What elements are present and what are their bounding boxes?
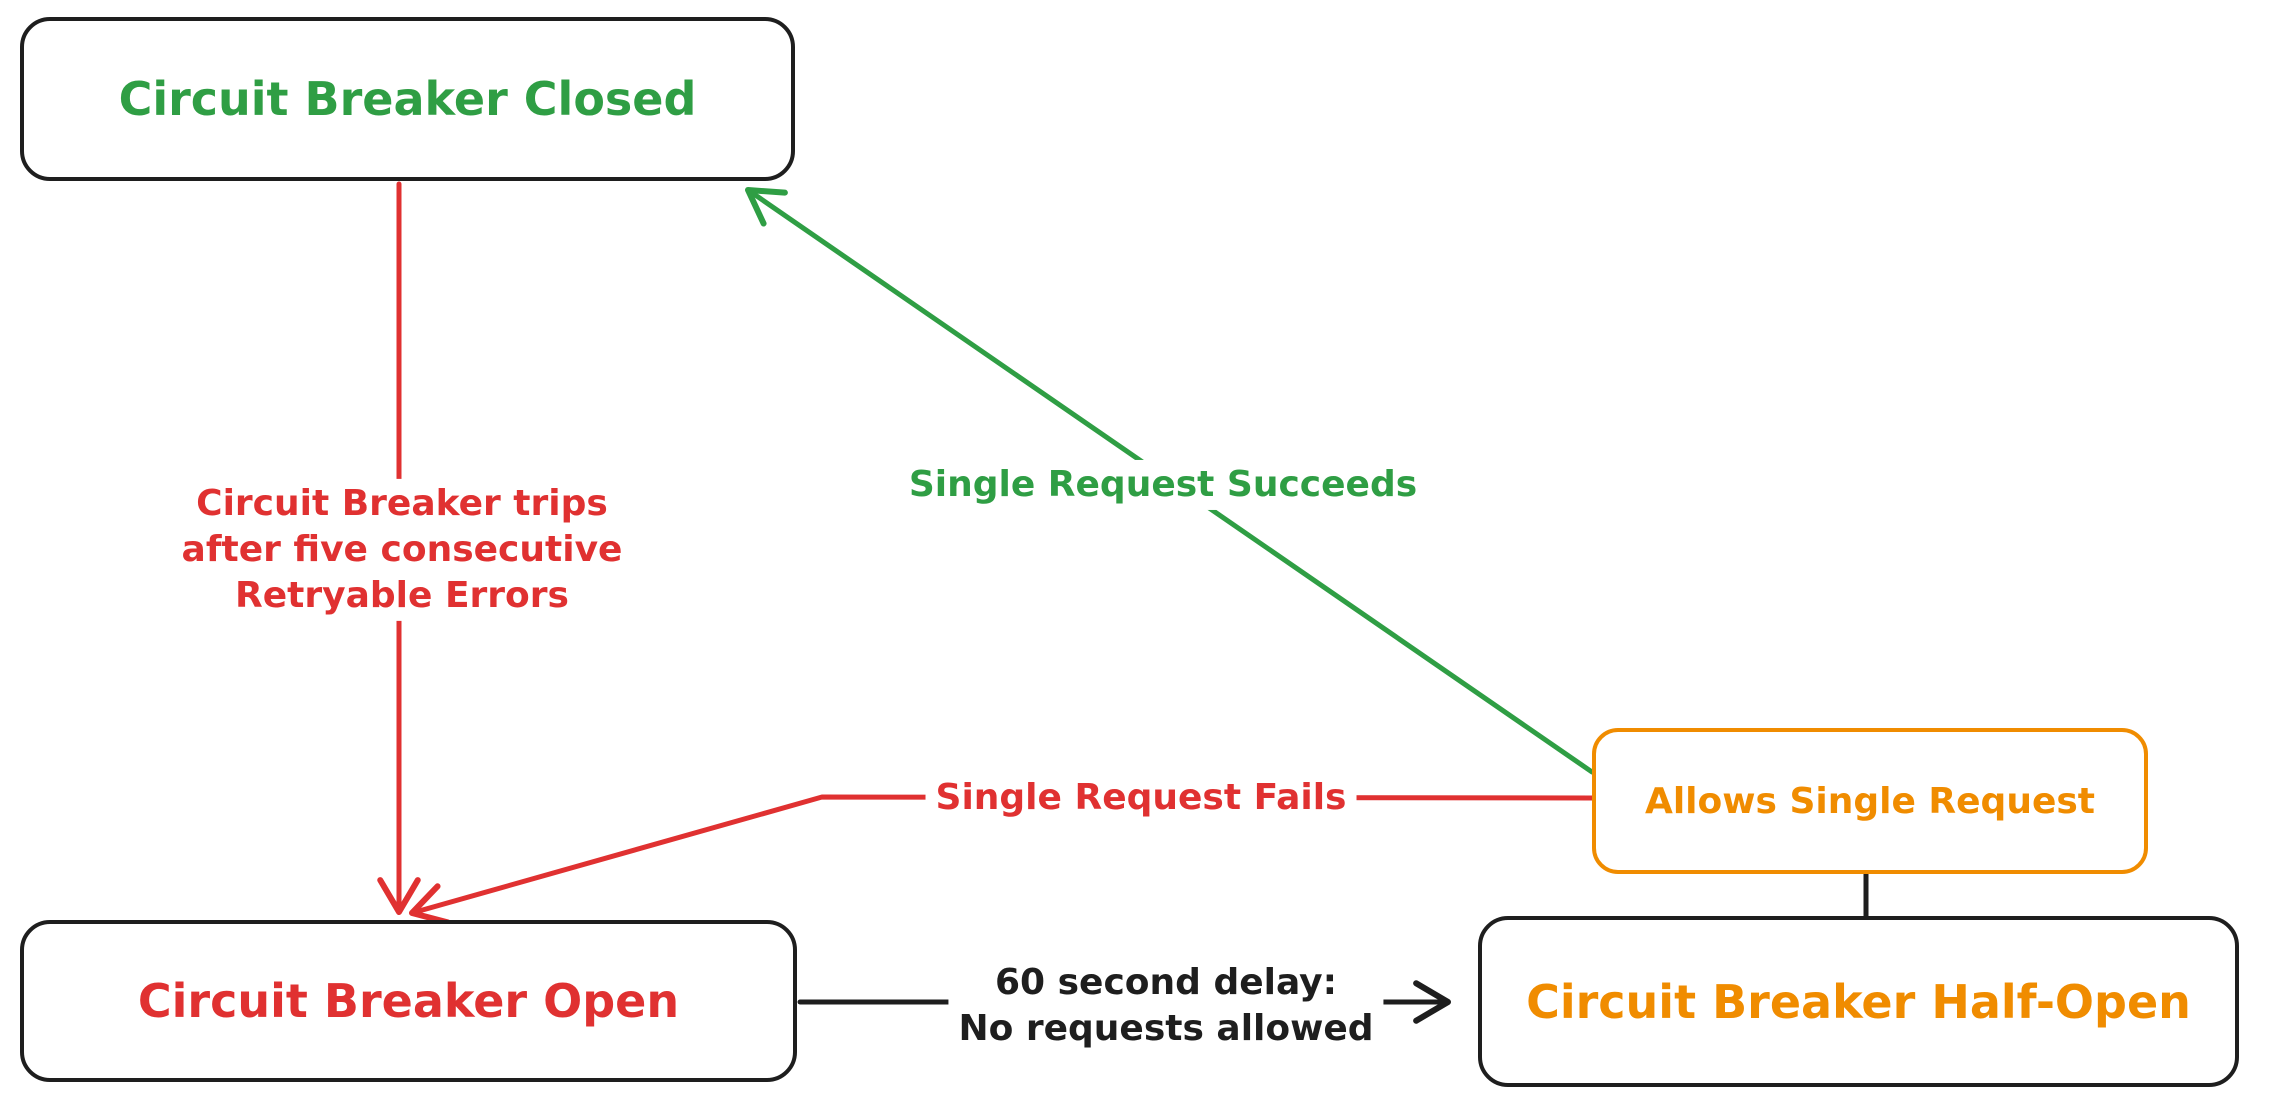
edge-label-trips-line-2: after five consecutive xyxy=(181,528,623,570)
node-allows-single-request-label: Allows Single Request xyxy=(1644,780,2096,822)
node-circuit-breaker-half-open: Circuit Breaker Half-Open xyxy=(1478,916,2239,1087)
edge-label-circuit-breaker-trips: Circuit Breaker trips after five consecu… xyxy=(171,478,633,622)
edge-label-trips-line-1: Circuit Breaker trips xyxy=(196,482,608,524)
node-circuit-breaker-closed-label: Circuit Breaker Closed xyxy=(118,72,697,126)
node-allows-single-request: Allows Single Request xyxy=(1592,728,2148,874)
node-circuit-breaker-half-open-label: Circuit Breaker Half-Open xyxy=(1526,974,2191,1029)
edge-label-delay-line-2: No requests allowed xyxy=(958,1008,1374,1049)
node-circuit-breaker-closed: Circuit Breaker Closed xyxy=(20,17,795,181)
node-circuit-breaker-open: Circuit Breaker Open xyxy=(20,920,797,1082)
edge-label-trips-line-3: Retryable Errors xyxy=(235,575,569,617)
edge-label-60-second-delay: 60 second delay: No requests allowed xyxy=(948,957,1384,1055)
edge-label-single-request-fails: Single Request Fails xyxy=(925,772,1357,824)
node-circuit-breaker-open-label: Circuit Breaker Open xyxy=(137,974,680,1028)
edge-label-delay-line-1: 60 second delay: xyxy=(994,961,1338,1003)
edge-label-single-request-succeeds: Single Request Succeeds xyxy=(898,459,1428,511)
